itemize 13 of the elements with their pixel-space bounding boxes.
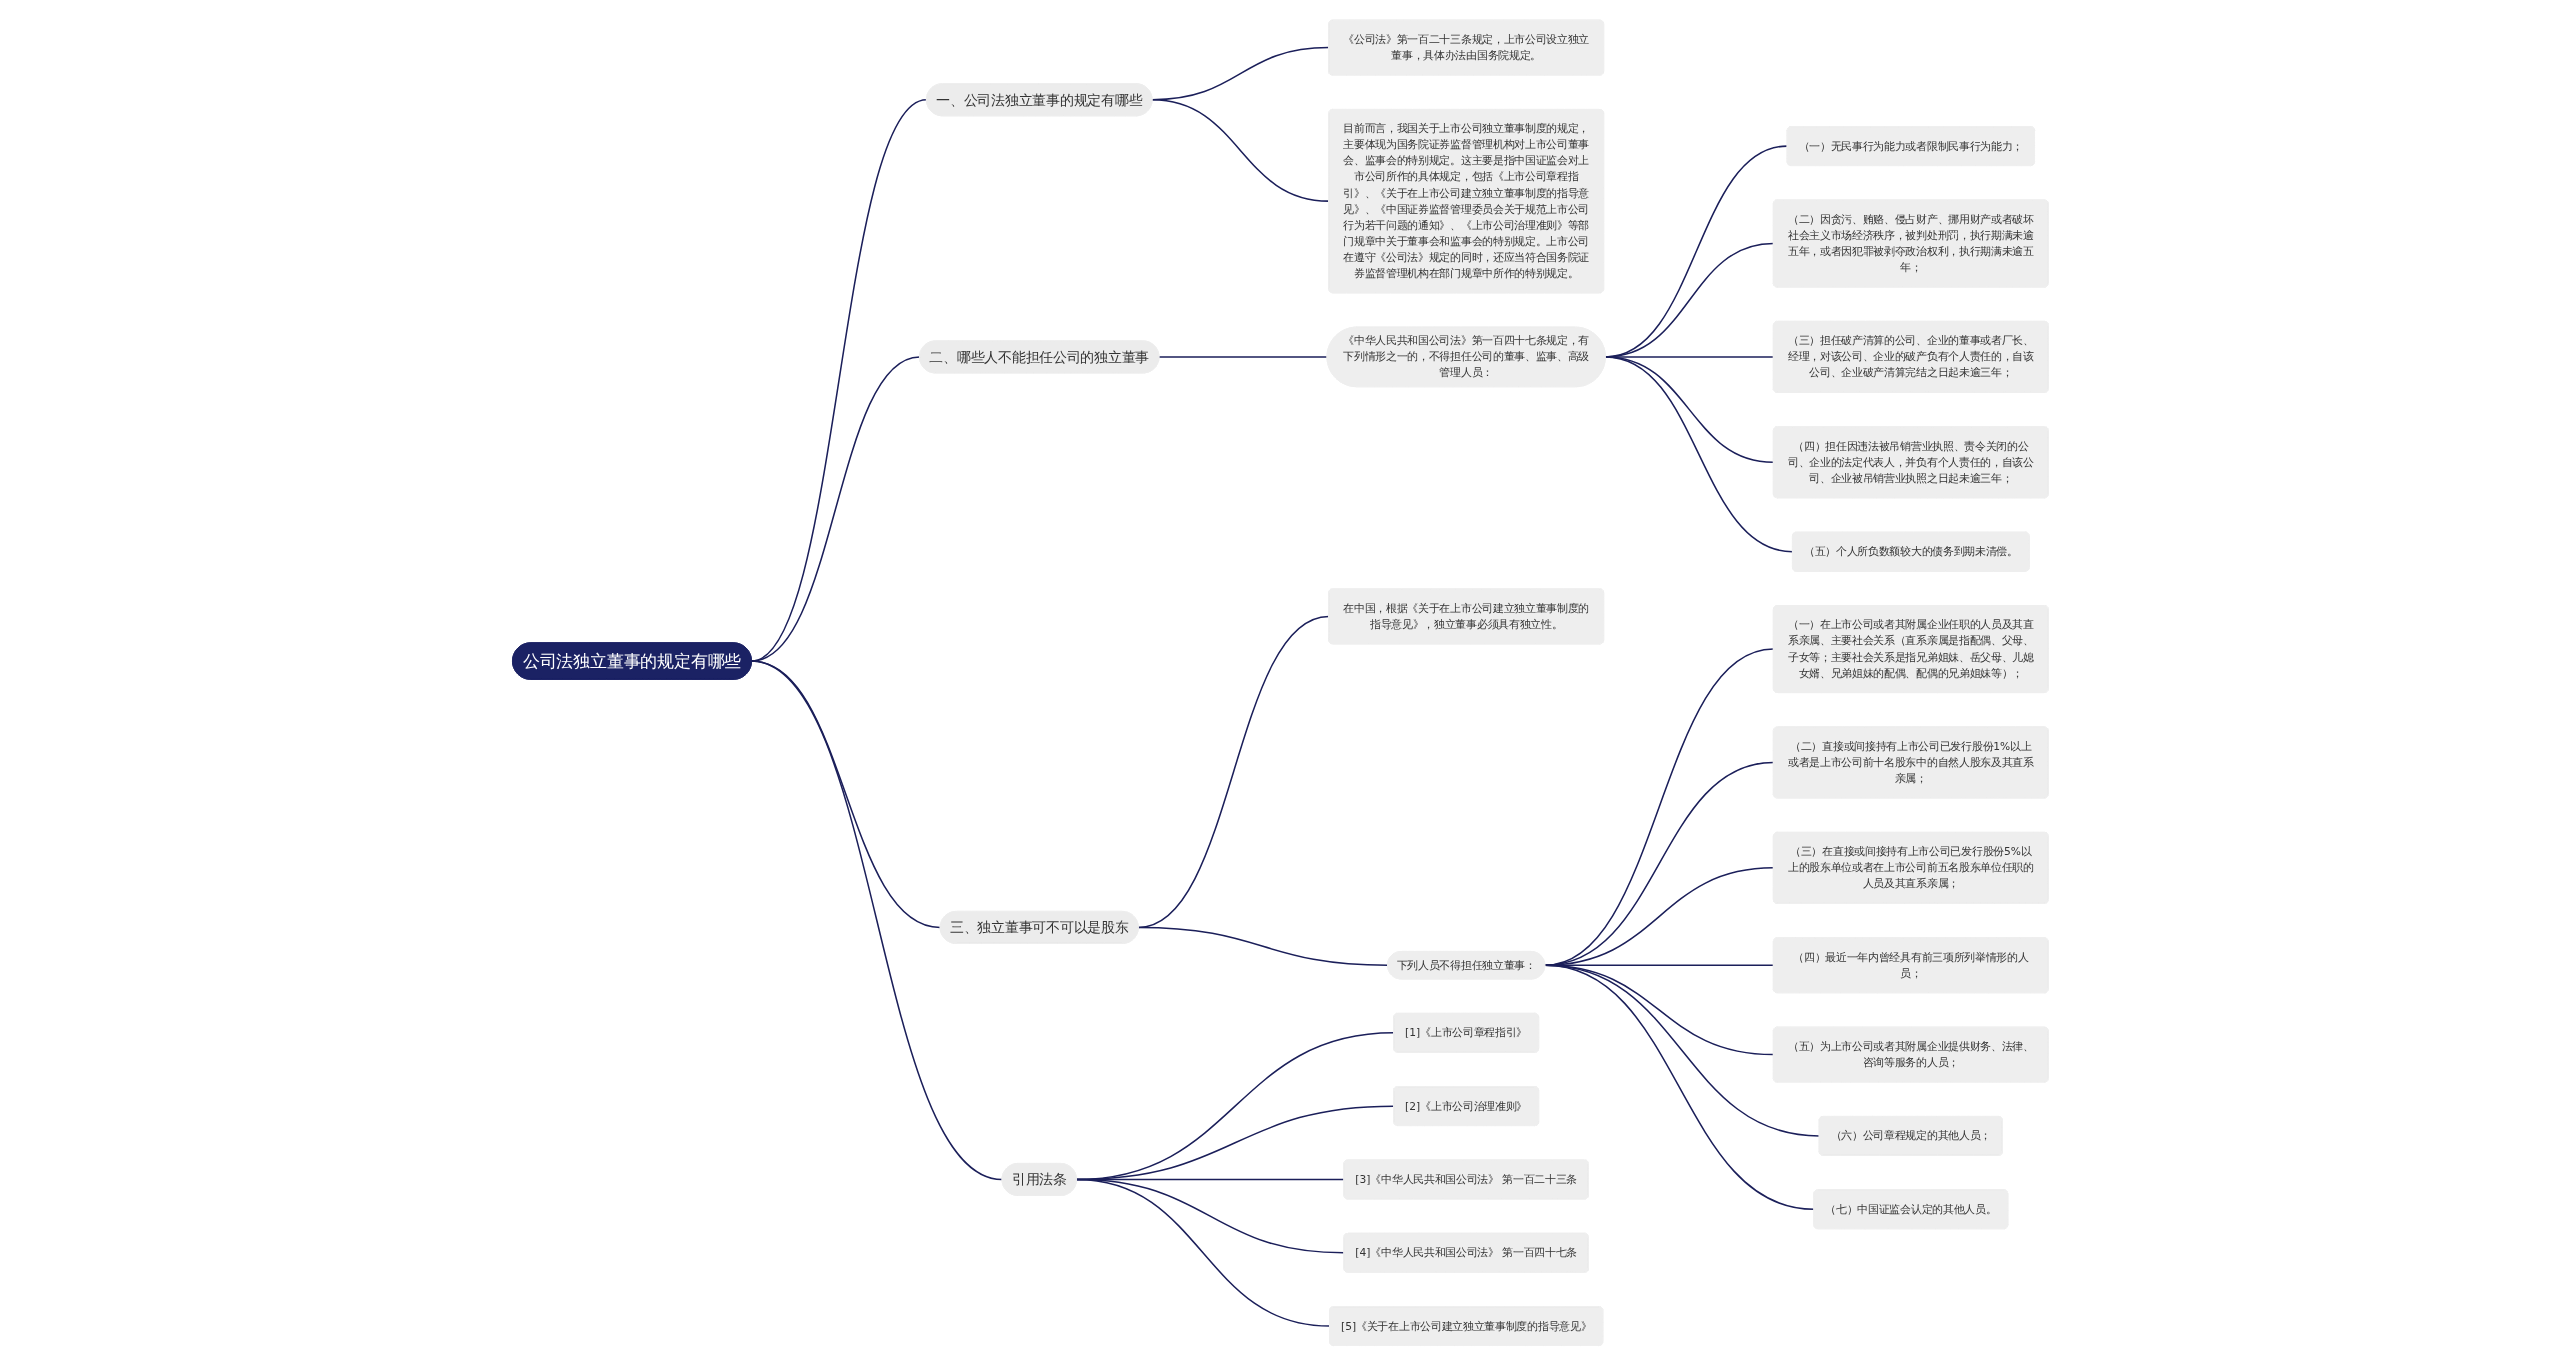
connector bbox=[1137, 615, 1330, 928]
connector bbox=[1543, 964, 1774, 1055]
connector bbox=[1543, 647, 1774, 966]
connector bbox=[1543, 866, 1774, 966]
connector bbox=[1543, 964, 1774, 966]
connector bbox=[1604, 355, 1793, 553]
connector bbox=[1150, 98, 1330, 202]
connector bbox=[1157, 355, 1328, 358]
connector bbox=[1543, 761, 1774, 966]
connector bbox=[1543, 964, 1820, 1137]
connector bbox=[1075, 1178, 1330, 1327]
connector bbox=[1137, 926, 1388, 966]
connector bbox=[1543, 964, 1815, 1210]
